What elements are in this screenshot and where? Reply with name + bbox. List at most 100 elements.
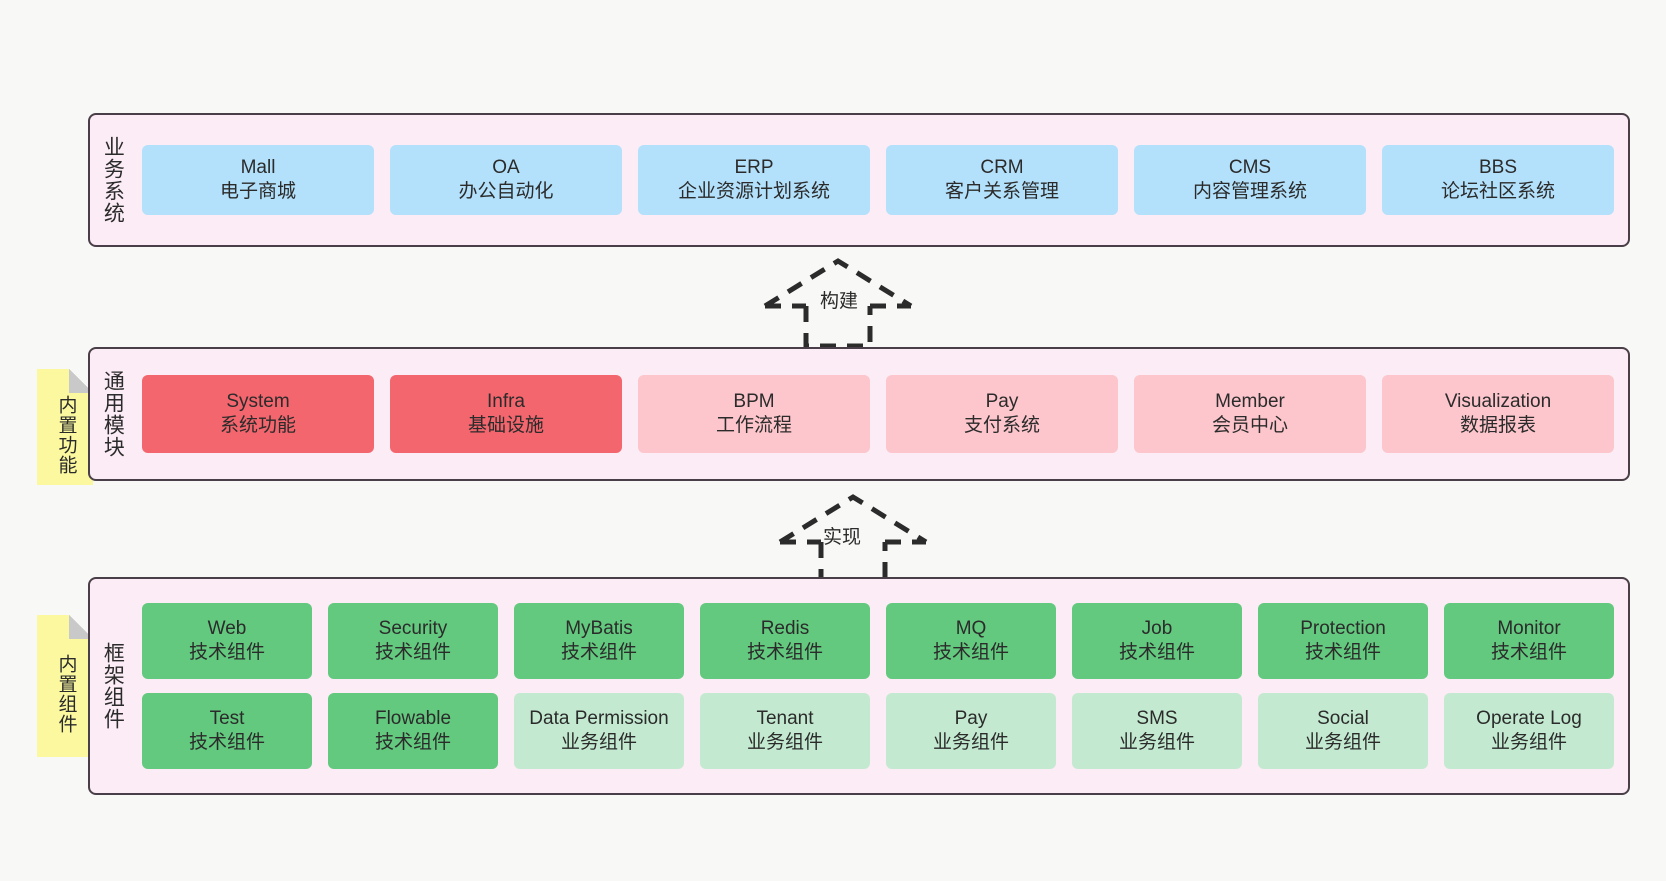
card-system[interactable]: System 系统功能 xyxy=(142,375,374,453)
card-test-cn: 技术组件 xyxy=(188,732,265,753)
card-member-en: Member xyxy=(1215,390,1285,412)
note-builtin-feature: 内置功能 xyxy=(37,369,93,485)
card-bpm[interactable]: BPM 工作流程 xyxy=(638,375,870,453)
card-job[interactable]: Job 技术组件 xyxy=(1072,603,1242,679)
note-builtin-component: 内置组件 xyxy=(37,615,93,757)
card-protection-cn: 技术组件 xyxy=(1304,642,1381,663)
card-tenant-cn: 业务组件 xyxy=(746,732,823,753)
business-row: Mall 电子商城 OA 办公自动化 ERP 企业资源计划系统 CRM 客户关系… xyxy=(142,145,1614,215)
card-social[interactable]: Social 业务组件 xyxy=(1258,693,1428,769)
card-pay-module-en: Pay xyxy=(985,390,1019,412)
card-pay-component-cn: 业务组件 xyxy=(932,732,1009,753)
card-visualization[interactable]: Visualization 数据报表 xyxy=(1382,375,1614,453)
card-mq-cn: 技术组件 xyxy=(932,642,1009,663)
card-monitor-en: Monitor xyxy=(1497,617,1561,639)
card-test-en: Test xyxy=(209,707,245,729)
card-visualization-en: Visualization xyxy=(1444,390,1552,412)
card-member-cn: 会员中心 xyxy=(1211,415,1288,436)
card-pay-component[interactable]: Pay 业务组件 xyxy=(886,693,1056,769)
card-tenant-en: Tenant xyxy=(756,707,814,729)
card-data-permission[interactable]: Data Permission 业务组件 xyxy=(514,693,684,769)
card-security-en: Security xyxy=(378,617,448,639)
card-mall-cn: 电子商城 xyxy=(219,181,296,202)
card-monitor-cn: 技术组件 xyxy=(1490,642,1567,663)
arrow-build: 构建 xyxy=(760,256,960,349)
layer-body-business: Mall 电子商城 OA 办公自动化 ERP 企业资源计划系统 CRM 客户关系… xyxy=(134,115,1628,245)
card-data-permission-cn: 业务组件 xyxy=(560,732,637,753)
card-bbs[interactable]: BBS 论坛社区系统 xyxy=(1382,145,1614,215)
card-cms-cn: 内容管理系统 xyxy=(1192,181,1307,202)
card-redis[interactable]: Redis 技术组件 xyxy=(700,603,870,679)
card-crm-en: CRM xyxy=(980,156,1024,178)
card-mall-en: Mall xyxy=(240,156,276,178)
card-mybatis-en: MyBatis xyxy=(565,617,633,639)
card-cms-en: CMS xyxy=(1228,156,1272,178)
card-web-en: Web xyxy=(207,617,247,639)
card-test[interactable]: Test 技术组件 xyxy=(142,693,312,769)
card-monitor[interactable]: Monitor 技术组件 xyxy=(1444,603,1614,679)
card-member[interactable]: Member 会员中心 xyxy=(1134,375,1366,453)
card-web[interactable]: Web 技术组件 xyxy=(142,603,312,679)
card-social-cn: 业务组件 xyxy=(1304,732,1381,753)
card-security-cn: 技术组件 xyxy=(374,642,451,663)
layer-title-business: 业务系统 xyxy=(101,136,125,224)
card-visualization-cn: 数据报表 xyxy=(1459,415,1536,436)
card-mybatis-cn: 技术组件 xyxy=(560,642,637,663)
card-crm[interactable]: CRM 客户关系管理 xyxy=(886,145,1118,215)
card-sms[interactable]: SMS 业务组件 xyxy=(1072,693,1242,769)
card-sms-cn: 业务组件 xyxy=(1118,732,1195,753)
card-bpm-en: BPM xyxy=(733,390,775,412)
card-mybatis[interactable]: MyBatis 技术组件 xyxy=(514,603,684,679)
card-pay-module[interactable]: Pay 支付系统 xyxy=(886,375,1118,453)
card-flowable-cn: 技术组件 xyxy=(374,732,451,753)
card-bbs-en: BBS xyxy=(1478,156,1518,178)
card-job-en: Job xyxy=(1141,617,1173,639)
framework-row-tech: Web 技术组件 Security 技术组件 MyBatis 技术组件 Redi… xyxy=(142,603,1614,679)
layer-title-framework: 框架组件 xyxy=(101,642,125,730)
card-flowable-en: Flowable xyxy=(374,707,452,729)
card-social-en: Social xyxy=(1317,707,1369,729)
layer-title-common: 通用模块 xyxy=(101,370,125,458)
card-protection-en: Protection xyxy=(1300,617,1386,639)
arrow-implement-icon xyxy=(778,494,928,585)
layer-body-common: System 系统功能 Infra 基础设施 BPM 工作流程 Pay 支付系统… xyxy=(134,349,1628,479)
layer-framework-component: 框架组件 Web 技术组件 Security 技术组件 MyBatis 技术组件… xyxy=(88,577,1630,795)
card-mq[interactable]: MQ 技术组件 xyxy=(886,603,1056,679)
card-protection[interactable]: Protection 技术组件 xyxy=(1258,603,1428,679)
card-pay-component-en: Pay xyxy=(954,707,988,729)
card-mall[interactable]: Mall 电子商城 xyxy=(142,145,374,215)
card-sms-en: SMS xyxy=(1136,707,1178,729)
note-builtin-component-label: 内置组件 xyxy=(55,654,77,734)
card-job-cn: 技术组件 xyxy=(1118,642,1195,663)
card-erp-cn: 企业资源计划系统 xyxy=(677,181,830,202)
card-bbs-cn: 论坛社区系统 xyxy=(1440,181,1555,202)
card-operate-log[interactable]: Operate Log 业务组件 xyxy=(1444,693,1614,769)
card-infra[interactable]: Infra 基础设施 xyxy=(390,375,622,453)
card-tenant[interactable]: Tenant 业务组件 xyxy=(700,693,870,769)
card-operate-log-en: Operate Log xyxy=(1476,707,1582,729)
card-infra-cn: 基础设施 xyxy=(467,415,544,436)
card-flowable[interactable]: Flowable 技术组件 xyxy=(328,693,498,769)
card-mq-en: MQ xyxy=(955,617,987,639)
arrow-implement-label: 实现 xyxy=(823,527,862,548)
common-row: System 系统功能 Infra 基础设施 BPM 工作流程 Pay 支付系统… xyxy=(142,375,1614,453)
card-redis-cn: 技术组件 xyxy=(746,642,823,663)
card-oa[interactable]: OA 办公自动化 xyxy=(390,145,622,215)
arrow-build-icon xyxy=(763,258,913,349)
card-web-cn: 技术组件 xyxy=(188,642,265,663)
framework-row-business: Test 技术组件 Flowable 技术组件 Data Permission … xyxy=(142,693,1614,769)
card-infra-en: Infra xyxy=(486,390,526,412)
note-builtin-feature-label: 内置功能 xyxy=(55,395,77,475)
card-oa-en: OA xyxy=(492,156,520,178)
card-redis-en: Redis xyxy=(760,617,810,639)
layer-common-module: 通用模块 System 系统功能 Infra 基础设施 BPM 工作流程 Pay… xyxy=(88,347,1630,481)
card-cms[interactable]: CMS 内容管理系统 xyxy=(1134,145,1366,215)
card-pay-module-cn: 支付系统 xyxy=(963,415,1040,436)
card-bpm-cn: 工作流程 xyxy=(715,415,792,436)
card-system-en: System xyxy=(226,390,290,412)
layer-business-system: 业务系统 Mall 电子商城 OA 办公自动化 ERP 企业资源计划系统 CRM… xyxy=(88,113,1630,247)
card-data-permission-en: Data Permission xyxy=(529,707,669,729)
card-erp[interactable]: ERP 企业资源计划系统 xyxy=(638,145,870,215)
card-security[interactable]: Security 技术组件 xyxy=(328,603,498,679)
